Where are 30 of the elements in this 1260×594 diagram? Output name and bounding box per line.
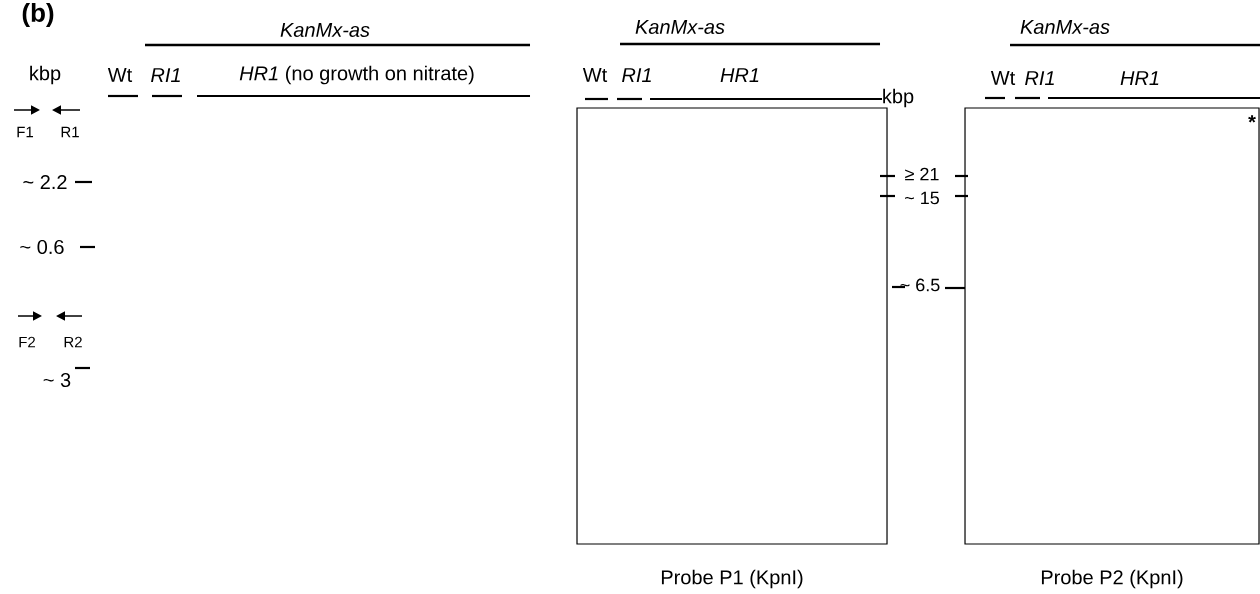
label: R1 (61, 126, 79, 138)
label: ~ 15 (905, 191, 939, 205)
panel-caption: Probe P2 (KpnI) (1041, 569, 1183, 589)
label: ~ 2.2 (23, 175, 67, 189)
label: KanMx-as (1020, 20, 1110, 34)
label: kbp (883, 88, 914, 108)
label: HR1 (no growth on nitrate) (239, 65, 474, 85)
label: KanMx-as (635, 20, 725, 34)
label: ~ 0.6 (20, 239, 64, 255)
panel-caption: Probe P1 (KpnI) (661, 569, 803, 589)
label: (b) (22, 2, 54, 28)
label: RI1 (1025, 71, 1054, 85)
label: F2 (19, 336, 35, 348)
label: HR1 (1120, 71, 1159, 85)
label: RI1 (622, 68, 651, 82)
label: KanMx-as (280, 23, 370, 37)
label: kbp (30, 65, 61, 85)
label: RI1 (151, 68, 180, 82)
label: ≥ 21 (905, 167, 939, 181)
label: * (1248, 115, 1256, 123)
label: Wt (107, 68, 133, 82)
label: ~ 3 (43, 372, 71, 388)
label: ~ 6.5 (900, 278, 940, 292)
gel-panel (964, 107, 1260, 545)
label: Wt (990, 71, 1016, 85)
gel-panel (576, 107, 888, 545)
label: Wt (582, 68, 608, 82)
label: R2 (64, 336, 82, 348)
label: HR1 (720, 68, 759, 82)
label: F1 (17, 126, 33, 138)
